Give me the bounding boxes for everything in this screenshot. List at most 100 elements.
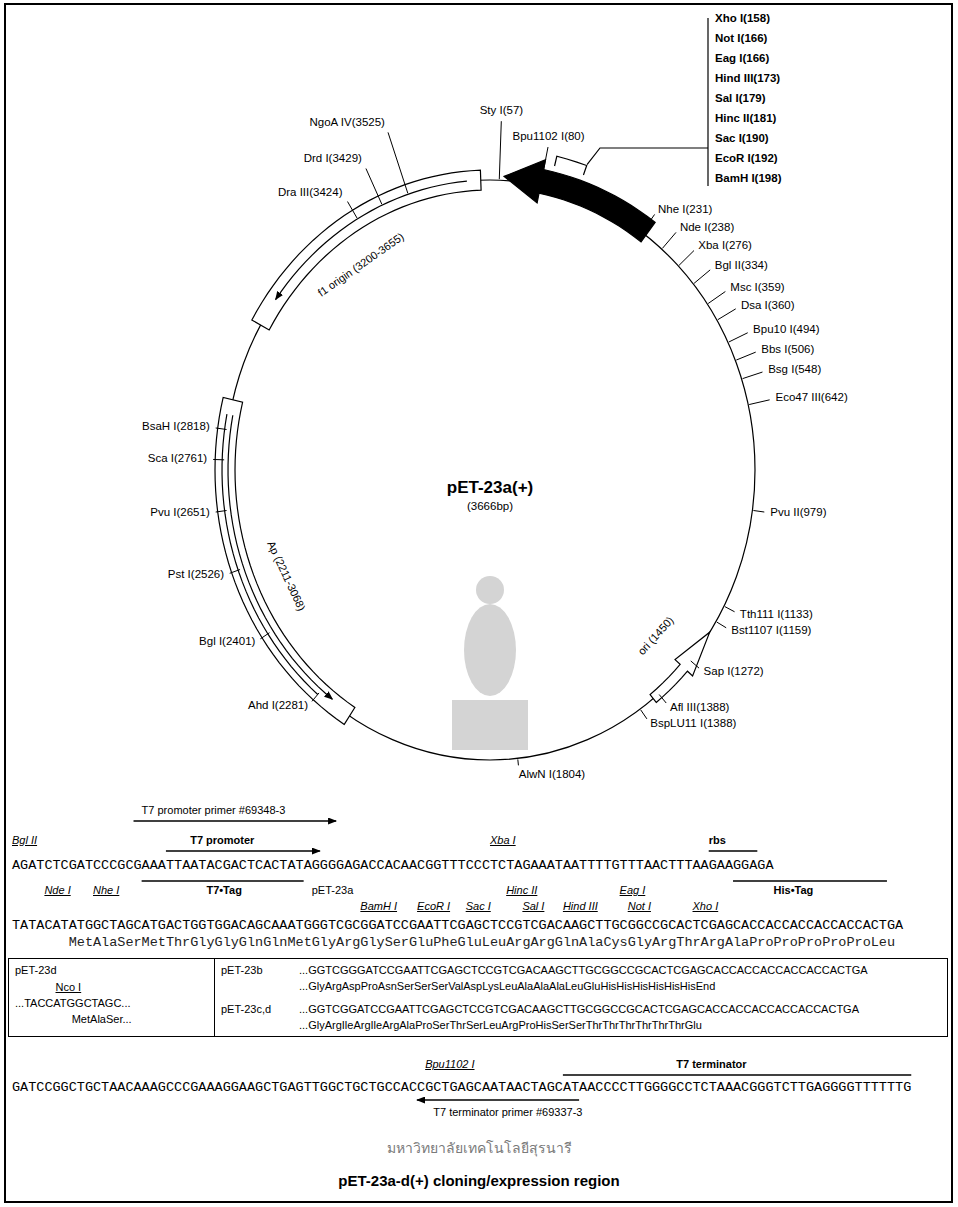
leader-line xyxy=(517,759,519,765)
site-label: BspLU11 I(1388) xyxy=(650,717,736,731)
leader-line xyxy=(312,693,319,701)
leader-line xyxy=(736,352,755,360)
feature-label-box: ori (1450) xyxy=(635,614,676,658)
watermark-text: มหาวิทยาลัยเทคโนโลยีสุรนารี xyxy=(387,1140,572,1157)
feature-label: Ap (2211-3068) xyxy=(264,539,308,613)
plasmid-size: (3666bp) xyxy=(467,500,513,514)
site-label: Bgl II(334) xyxy=(715,259,768,273)
primer-arrow xyxy=(134,820,337,822)
site-label: Dsa I(360) xyxy=(741,299,795,313)
leader-line xyxy=(729,333,748,342)
enzyme-label: Eag I xyxy=(620,884,646,897)
site-label: NgoA IV(3525) xyxy=(309,116,384,130)
leader-line xyxy=(643,214,655,231)
site-label: Afl III(1388) xyxy=(670,701,729,715)
site-label: Sal I(179) xyxy=(715,92,766,106)
primer-label: T7 terminator primer #69337-3 xyxy=(433,1106,582,1119)
leader-line xyxy=(216,510,227,512)
site-label: Xho I(158) xyxy=(715,12,770,26)
vector-label: pET-23d xyxy=(15,964,57,977)
feature-label: T7 terminator xyxy=(676,1058,746,1071)
figure-frame xyxy=(5,4,952,1202)
leader-line xyxy=(348,202,358,218)
feature-label: T7 promoter xyxy=(190,834,254,847)
watermark-body xyxy=(464,604,516,696)
site-list-leader xyxy=(587,148,708,165)
feature-label: T7•Tag xyxy=(206,884,241,897)
site-label: Sap I(1272) xyxy=(704,665,764,679)
site-label: Pst I(2526) xyxy=(168,568,224,582)
watermark-pedestal xyxy=(452,700,528,750)
protein-sequence: ...GlyArgIleArgIleArgAlaProSerThrSerLeuA… xyxy=(299,1019,702,1032)
site-label: BamH I(198) xyxy=(715,172,781,186)
dna-sequence: ...GGTCGGGATCCGAATTCGAGCTCCGTCGACAAGCTTG… xyxy=(299,964,868,977)
leader-line xyxy=(691,661,699,668)
dna-sequence: GATCCGGCTGCTAACAAAGCCCGAAAGGAAGCTGAGTTGG… xyxy=(12,1080,911,1096)
enzyme-label: Not I xyxy=(628,900,651,913)
ori-arrow xyxy=(650,632,710,702)
enzyme-label: BamH I xyxy=(360,900,397,913)
vector-label: pET-23b xyxy=(221,964,263,977)
t7-expression-arrow xyxy=(504,160,655,242)
leader-line xyxy=(694,270,710,283)
enzyme-label: Xho I xyxy=(693,900,719,913)
table-divider xyxy=(214,959,215,1036)
site-label: Bpu10 I(494) xyxy=(753,323,820,337)
leader-line xyxy=(260,633,269,639)
enzyme-label: Bpu1102 I xyxy=(425,1058,474,1071)
feature-label: His•Tag xyxy=(774,884,814,897)
f1-origin-band xyxy=(252,170,481,330)
site-label: Bbs I(506) xyxy=(761,343,814,357)
leader-line xyxy=(725,607,735,612)
leader-line xyxy=(213,459,224,460)
leader-line xyxy=(717,622,726,628)
tag-bar xyxy=(733,880,887,882)
enzyme-label: Xba I xyxy=(490,834,516,847)
site-list-bar xyxy=(707,18,708,186)
enzyme-label: EcoR I xyxy=(417,900,450,913)
site-label: Pvu I(2651) xyxy=(150,506,209,520)
leader-line xyxy=(679,251,694,266)
site-label: BsaH I(2818) xyxy=(142,420,210,434)
site-label: Bsg I(548) xyxy=(768,363,821,377)
primer-arrow xyxy=(417,1099,579,1101)
watermark-head xyxy=(476,576,504,604)
site-label: Pvu II(979) xyxy=(770,506,826,520)
leader-line xyxy=(216,428,227,430)
site-label: Sca I(2761) xyxy=(148,452,207,466)
ampicillin-arrow xyxy=(228,415,332,699)
leader-line xyxy=(499,121,501,179)
site-label: Nhe I(231) xyxy=(658,203,712,217)
site-label: Bgl I(2401) xyxy=(199,635,255,649)
site-label: Hinc II(181) xyxy=(715,112,776,126)
terminator-bar xyxy=(563,1074,911,1076)
leader-line xyxy=(708,291,725,303)
ampicillin-band xyxy=(215,397,355,724)
mcs-bracket xyxy=(555,156,587,175)
dna-sequence: TATACATATGGCTAGCATGACTGGTGGACAGCAAATGGGT… xyxy=(12,918,903,934)
site-label: AlwN I(1804) xyxy=(519,768,585,782)
leader-line xyxy=(388,132,408,193)
enzyme-label: Bgl II xyxy=(12,834,37,847)
site-label: Bst1107 I(1159) xyxy=(731,624,811,638)
primer-label: T7 promoter primer #69348-3 xyxy=(142,804,286,817)
figure-caption: pET-23a-d(+) cloning/expression region xyxy=(338,1172,619,1190)
site-label: Bpu1102 I(80) xyxy=(513,130,585,144)
site-label: Msc I(359) xyxy=(730,281,784,295)
promoter-bar xyxy=(166,850,320,852)
protein-sequence: MetAlaSer... xyxy=(72,1013,132,1026)
site-label: Hind III(173) xyxy=(715,72,780,86)
feature-label: rbs xyxy=(709,834,726,847)
vector-label: pET-23a xyxy=(312,884,354,897)
site-label: Dra III(3424) xyxy=(278,186,343,200)
ampicillin-arrow-line xyxy=(222,414,318,694)
site-label: Not I(166) xyxy=(715,32,767,46)
plasmid-name: pET-23a(+) xyxy=(447,478,533,498)
site-label: Xba I(276) xyxy=(698,239,752,253)
leader-line xyxy=(753,510,764,512)
enzyme-label: Sal I xyxy=(522,900,544,913)
leader-line xyxy=(366,169,382,205)
leader-line xyxy=(541,147,548,184)
feature-label-box: Ap (2211-3068) xyxy=(264,539,308,613)
site-label: EcoR I(192) xyxy=(715,152,778,166)
